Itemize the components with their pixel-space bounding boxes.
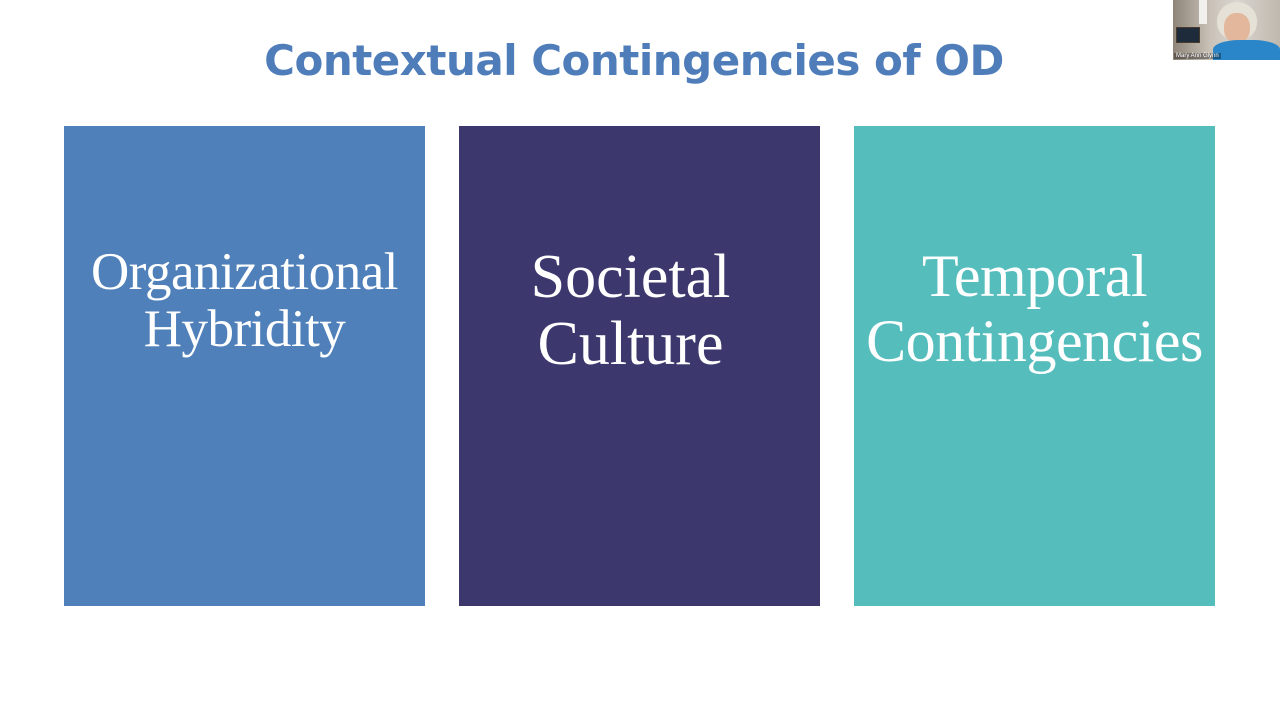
panel-label-line: Organizational (91, 243, 398, 301)
participant-video-thumbnail[interactable]: Mary Ann Glynn (1173, 0, 1280, 60)
panel-label-line: Contingencies (866, 307, 1203, 374)
panel-label: Societal Culture (450, 244, 811, 378)
panel-organizational-hybridity: Organizational Hybridity (64, 126, 425, 606)
panel-label-line: Societal (530, 243, 731, 311)
slide-title: Contextual Contingencies of OD (264, 36, 1004, 85)
panel-label-line: Culture (537, 309, 724, 378)
panel-label: Organizational Hybridity (64, 243, 425, 359)
panel-societal-culture: Societal Culture (459, 126, 820, 606)
participant-face (1224, 13, 1250, 43)
panel-temporal-contingencies: Temporal Contingencies (854, 126, 1215, 606)
participant-shirt (1213, 40, 1280, 60)
video-background-lamp (1199, 0, 1207, 24)
panel-label-line: Temporal (921, 243, 1148, 309)
video-background-picture (1176, 27, 1200, 43)
panel-label: Temporal Contingencies (854, 244, 1215, 374)
panel-label-line: Hybridity (143, 300, 346, 359)
participant-name-label: Mary Ann Glynn (1174, 53, 1221, 59)
